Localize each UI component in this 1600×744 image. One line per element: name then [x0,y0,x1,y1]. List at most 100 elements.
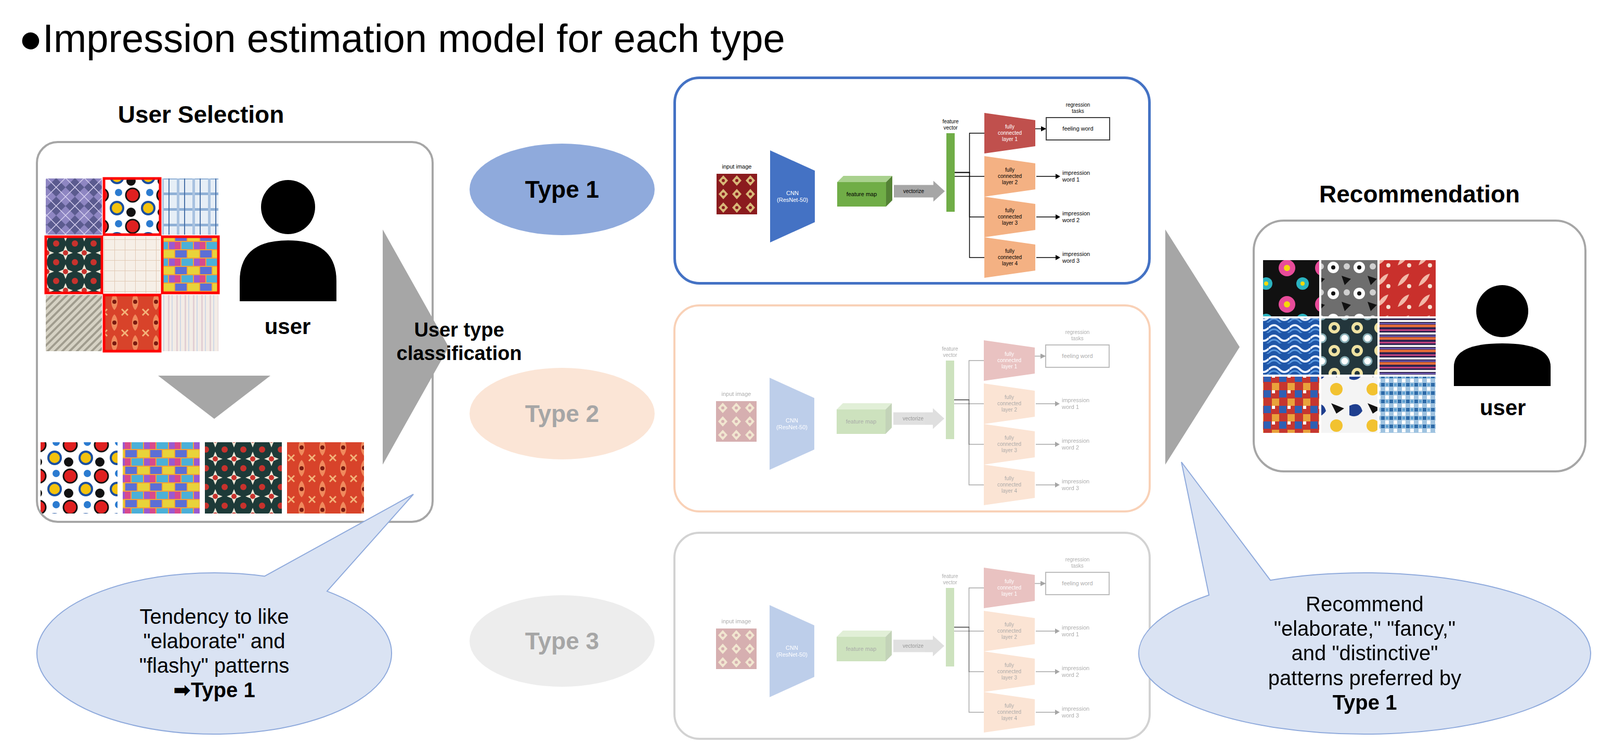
pattern-tile [103,294,161,351]
pattern-tile [45,294,102,351]
fc-layer: fully connected layer 1 [984,112,1036,154]
pattern-tile [1263,318,1320,375]
input-caption: input image [705,390,768,398]
panel-heading: User Selection [35,100,367,129]
selection-frame [103,294,161,351]
trapezoid-shape [984,196,1036,238]
trapezoid-shape [983,691,1035,733]
input-image: input image [716,173,758,215]
task-label: regression tasks [1060,329,1095,342]
selection-frame [103,178,161,235]
connector-label: vectorize [892,188,935,195]
output-label: impression word 1 [1062,169,1096,184]
block-text: feeling word [1062,125,1094,133]
connector [1035,128,1046,129]
callout-text: Recommend "elaborate," "fancy," and "dis… [1260,591,1469,691]
text-area: fully connected layer 3 [984,196,1036,238]
block-text: fully connected layer 2 [993,166,1027,186]
pattern-tile [1263,376,1320,433]
selection-panel-outline [35,140,434,523]
output-label: impression word 3 [1061,477,1096,492]
cnn-block: CNN (ResNet-50) [770,150,815,243]
block-text: feature map [840,645,882,653]
connector [954,399,984,486]
pattern-tile [162,294,219,351]
text-area: feature map [836,402,892,434]
pattern-tile [1321,318,1378,375]
feature-vector: feature vector [946,133,955,212]
person-body [239,240,337,302]
selection-panel: User Selectionuser [35,140,434,523]
block-text: fully connected layer 3 [993,207,1027,226]
fc-layer: fully connected layer 1 [983,340,1035,381]
trapezoid-shape [983,340,1035,381]
callout-emphasis: Type 1 [1332,690,1398,715]
output-label: impression word 1 [1061,396,1096,411]
text-area: fully connected layer 3 [983,651,1035,692]
callout-shape [1138,461,1591,734]
user-label: user [235,313,340,340]
fc-layer: fully connected layer 4 [984,237,1036,278]
pattern-tile [287,441,364,514]
block-text: CNN (ResNet-50) [775,417,809,431]
text-area: fully connected layer 1 [983,567,1035,608]
user-label: user [1450,394,1555,421]
pattern-tile [40,441,118,514]
connector-line [954,172,985,258]
fc-layer: fully connected layer 3 [983,651,1035,692]
pattern-tile [1321,376,1378,433]
connector-line [954,587,984,628]
fc-layer: fully connected layer 2 [983,610,1035,652]
cube-top [836,402,892,410]
person-icon [239,179,337,302]
trapezoid-shape [769,604,815,697]
connector-head [932,635,945,657]
cube-front [836,409,886,434]
text-area: Type 3 [469,594,656,687]
block-text: feeling word [1061,579,1093,587]
text-area: feeling word [1046,572,1109,594]
fc-layer: fully connected layer 1 [983,567,1035,608]
fc-layer: fully connected layer 4 [983,464,1035,505]
output-label: impression word 3 [1062,250,1096,265]
block-text: fully connected layer 3 [992,661,1026,681]
text-area: Type 1 [469,142,656,236]
output-label: impression word 1 [1061,623,1096,638]
pattern-tile [162,236,219,293]
output-label: impression word 2 [1062,210,1096,224]
model-panel: input image CNN (ResNet-50) feature map fea… [673,76,1151,285]
feature-map: feature map [836,402,892,434]
pattern-tile [1379,259,1436,317]
trapezoid-shape [983,567,1035,608]
connector-head [933,180,945,202]
cube-side [886,175,893,207]
block-text: CNN (ResNet-50) [776,189,809,204]
connector [1034,355,1046,357]
pattern-tile [1379,376,1436,433]
vector-caption: feature vector [938,573,962,586]
block-text: fully connected layer 4 [993,248,1027,267]
model-panel: input imageCNN (ResNet-50)feature mapfea… [673,531,1151,740]
vector-caption: feature vector [939,118,962,132]
feature-map: feature map [836,630,892,661]
recommendation-panel: Recommendationuser [1252,219,1587,473]
trapezoid-shape [983,651,1035,692]
speech-bubble-outline [35,571,393,735]
text-area: fully connected layer 1 [984,112,1036,154]
pattern-tile [1263,259,1320,317]
type-ellipse: Type 3 [469,594,656,687]
block-text: feature map [840,190,883,198]
pattern-tile [204,441,282,514]
text-area: fully connected layer 4 [983,691,1035,733]
text-area: fully connected layer 2 [983,610,1035,652]
text-area: feeling word [1046,118,1110,140]
cube-front [837,181,887,207]
text-area: Recommend "elaborate," "fancy," and "dis… [1137,571,1592,735]
block-text: fully connected layer 1 [992,350,1026,370]
block-text: fully connected layer 2 [992,394,1026,413]
step-label: User type classification [381,318,538,366]
connector-line [954,133,985,173]
output-box: feeling word [1045,116,1111,141]
trapezoid-shape [770,150,815,243]
fc-layer: fully connected layer 3 [984,196,1036,238]
